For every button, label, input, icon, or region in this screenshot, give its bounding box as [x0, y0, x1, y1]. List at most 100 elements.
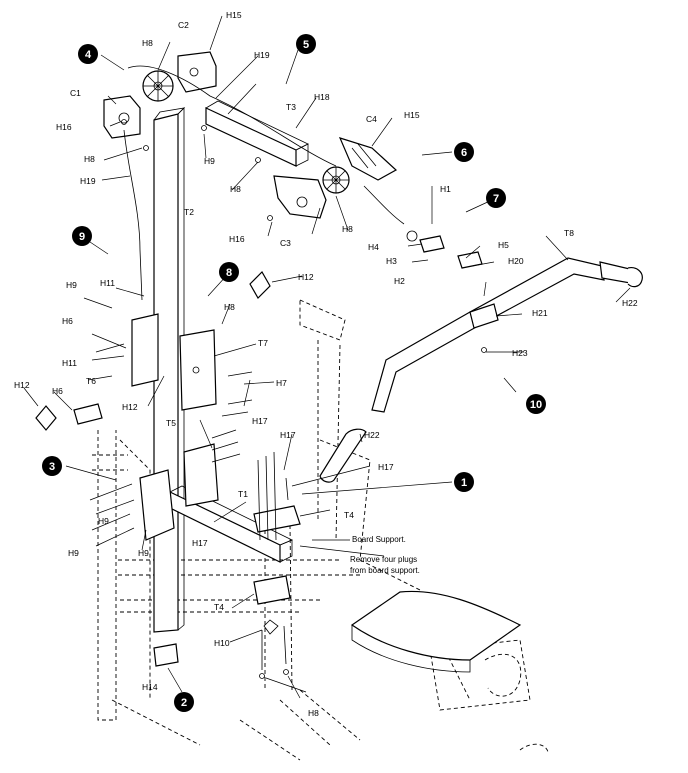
pulley-bracket-C1: [103, 95, 141, 139]
pulley-bracket-C2: [177, 51, 217, 93]
part-label-H15-right: H15: [404, 110, 420, 120]
part-label-H8-left: H8: [84, 154, 95, 164]
step-marker-8: 8: [219, 262, 239, 282]
part-label-C4: C4: [366, 114, 377, 124]
part-label-T7: T7: [258, 338, 268, 348]
svg-text:2: 2: [181, 697, 187, 709]
bracket-plate-lower-left: [139, 469, 175, 541]
bracket-T7: [179, 329, 217, 411]
board-support-plate-upper: [253, 505, 301, 533]
part-label-H12-top: H12: [298, 272, 314, 282]
svg-text:9: 9: [79, 231, 85, 243]
part-label-H6: H6: [52, 386, 63, 396]
part-label-T5: T5: [166, 418, 176, 428]
part-label-H17: H17: [280, 430, 296, 440]
svg-text:8: 8: [226, 267, 232, 279]
svg-text:1: 1: [461, 477, 467, 489]
part-label-H4: H4: [368, 242, 379, 252]
part-label-H8-mid: H8: [230, 184, 241, 194]
part-label-C1: C1: [70, 88, 81, 98]
step-markers: 4 5 6 7 9 8 10 1: [42, 34, 546, 712]
part-label-T6: T6: [86, 376, 96, 386]
press-handle-T8: [319, 257, 643, 483]
part-label-H8-right: H8: [342, 224, 353, 234]
part-label-H20: H20: [508, 256, 524, 266]
svg-text:3: 3: [49, 461, 55, 473]
part-label-H17-right: H17: [378, 462, 394, 472]
part-label-H23: H23: [512, 348, 528, 358]
part-label-H18: H18: [314, 92, 330, 102]
assembly-notes: Board Support. Remove four plugs from bo…: [350, 535, 420, 575]
seat-pad: [350, 590, 522, 673]
svg-text:7: 7: [493, 193, 499, 205]
pulley-bracket-C3: [273, 175, 327, 219]
part-label-H6-left: H6: [62, 316, 73, 326]
step-marker-5: 5: [296, 34, 316, 54]
part-label-H9-top: H9: [204, 156, 215, 166]
part-label-H17-left: H17: [192, 538, 208, 548]
part-label-H16: H16: [56, 122, 72, 132]
part-label-H19-left: H19: [80, 176, 96, 186]
svg-text:6: 6: [461, 147, 467, 159]
part-label-C3: C3: [280, 238, 291, 248]
board-support-plate-lower: [253, 575, 291, 605]
svg-text:4: 4: [85, 49, 92, 61]
part-label-T3: T3: [286, 102, 296, 112]
part-label-T4-lower: T4: [214, 602, 224, 612]
leader-lines: [23, 15, 631, 699]
part-label-H16-mid: H16: [229, 234, 245, 244]
part-label-H12-left: H12: [14, 380, 30, 390]
note-remove-plugs-line1: Remove four plugs: [350, 555, 417, 564]
step-marker-1: 1: [454, 472, 474, 492]
part-label-H9-lower: H9: [68, 548, 79, 558]
part-label-H14: H14: [142, 682, 158, 692]
pulley-wheel-upper: [142, 70, 174, 102]
svg-text:10: 10: [530, 399, 542, 411]
part-label-H15: H15: [226, 10, 242, 20]
part-label-H5: H5: [498, 240, 509, 250]
part-label-H8-bottom: H8: [308, 708, 319, 718]
part-label-H3: H3: [386, 256, 397, 266]
note-board-support: Board Support.: [352, 535, 406, 544]
pulley-bracket-C4: [338, 137, 398, 181]
part-label-H7: H7: [276, 378, 287, 388]
step-marker-9: 9: [72, 226, 92, 246]
bracket-T6: [131, 313, 159, 387]
top-tube-T3: [205, 100, 309, 167]
part-label-T4: T4: [344, 510, 354, 520]
part-label-T8: T8: [564, 228, 574, 238]
pulley-wheel-lower: [322, 166, 350, 194]
step-marker-2: 2: [174, 692, 194, 712]
part-label-T2: T2: [184, 207, 194, 217]
part-label-T1: T1: [238, 489, 248, 499]
step-marker-6: 6: [454, 142, 474, 162]
part-label-H9-left: H9: [66, 280, 77, 290]
part-labels: H15 C2 H8 H19 C1 H18 T3 H15 C4 H16 H8 H9…: [14, 10, 638, 718]
part-label-C2: C2: [178, 20, 189, 30]
part-label-H19-top: H19: [254, 50, 270, 60]
bracket-T5: [183, 443, 219, 507]
part-label-H8: H8: [142, 38, 153, 48]
part-label-H17-top: H17: [252, 416, 268, 426]
part-label-H11-top: H11: [100, 278, 115, 288]
part-label-H9-bottom: H9: [98, 516, 109, 526]
part-label-H21: H21: [532, 308, 548, 318]
hardware-items: [35, 119, 487, 679]
step-marker-7: 7: [486, 188, 506, 208]
part-label-H10: H10: [214, 638, 230, 648]
part-label-H9-bracket: H9: [138, 548, 149, 558]
part-label-H1: H1: [440, 184, 451, 194]
part-label-H2: H2: [394, 276, 405, 286]
step-marker-10: 10: [526, 394, 546, 414]
note-remove-plugs-line2: from board support.: [350, 566, 420, 575]
step-marker-4: 4: [78, 44, 98, 64]
part-label-H11: H11: [62, 358, 77, 368]
step-marker-3: 3: [42, 456, 62, 476]
cable-line: [123, 65, 405, 301]
part-label-H22: H22: [364, 430, 380, 440]
part-label-H13: H12: [122, 402, 138, 412]
part-label-H22-right: H22: [622, 298, 638, 308]
svg-text:5: 5: [303, 39, 309, 51]
